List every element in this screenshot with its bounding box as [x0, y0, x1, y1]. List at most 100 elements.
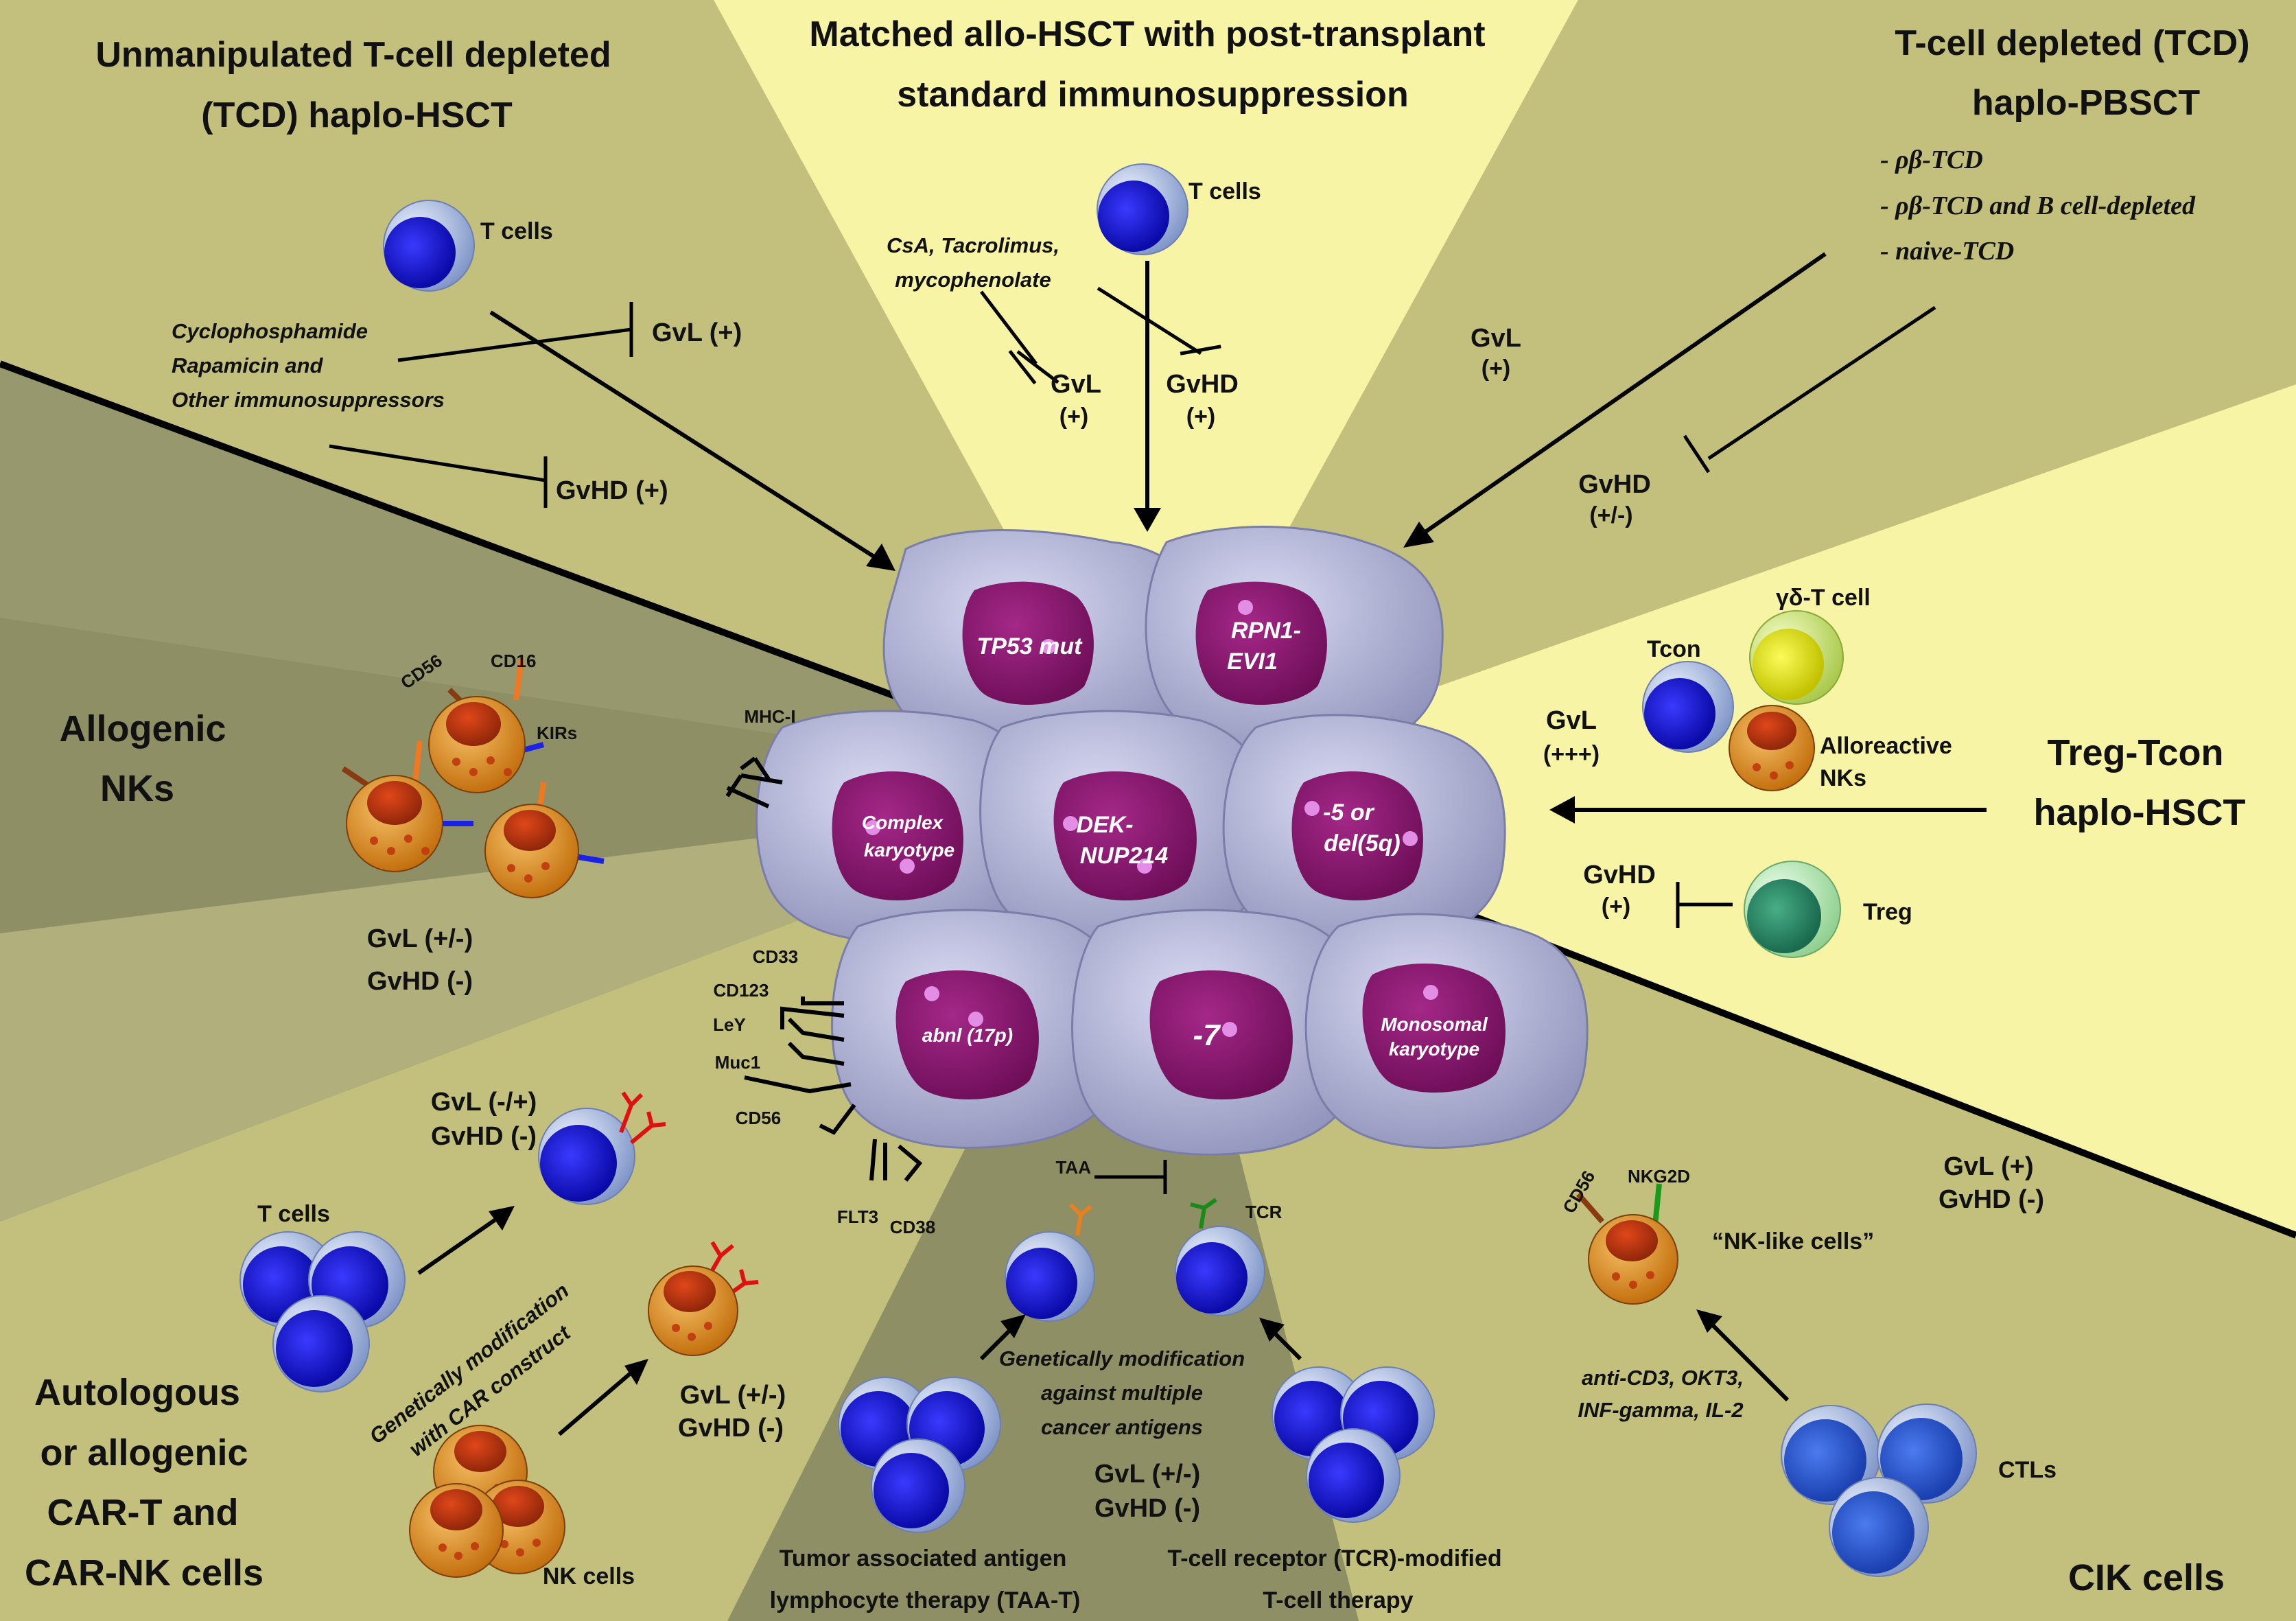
nucleus-label: Complex	[862, 812, 944, 833]
nk-like-label: “NK-like cells”	[1712, 1228, 1874, 1255]
gvhd-label: GvHD (-)	[367, 967, 473, 996]
surface-markers	[725, 756, 923, 1182]
gvhd-sign: (+)	[1602, 894, 1631, 920]
gvhd-label: GvHD (-)	[678, 1414, 784, 1443]
gvl-label: GvL (+/-)	[1094, 1460, 1201, 1489]
gvhd-sign: (+/-)	[1589, 502, 1632, 528]
section-taa-tcr: TAA TCR Genetically modification against…	[770, 1157, 1502, 1613]
nkg2d-label: NKG2D	[1628, 1166, 1690, 1187]
t-cells-label: T cells	[1188, 178, 1261, 205]
section-title: (TCD) haplo-HSCT	[201, 95, 513, 135]
gvl-label: GvL (-/+)	[431, 1088, 537, 1117]
section-title: standard immunosuppression	[897, 75, 1408, 115]
cd16-label: CD16	[491, 651, 536, 671]
tcr-label: TCR	[1245, 1202, 1282, 1222]
marker-label: CD33	[753, 946, 798, 967]
gvl-label: GvL (+)	[1943, 1152, 2033, 1181]
nucleus-label: Monosomal	[1381, 1014, 1488, 1035]
section-allogenic-nks: Allogenic NKs CD56 CD16 KIRs	[59, 650, 605, 996]
taa-t-cell	[1005, 1202, 1095, 1322]
alloreactive-label: Alloreactive	[1820, 733, 1952, 759]
gvhd-label: GvHD	[1166, 370, 1239, 399]
taa-therapy-label: lymphocyte therapy (TAA-T)	[770, 1587, 1081, 1613]
nucleus-del5q: -5 or del(5q)	[1291, 771, 1423, 900]
section-title: T-cell depleted (TCD)	[1895, 23, 2249, 63]
taa-label: TAA	[1055, 1157, 1091, 1178]
nk-cells-label: NK cells	[543, 1563, 635, 1589]
t-cell-cluster	[239, 1231, 406, 1392]
nucleus-label: TP53 mut	[976, 633, 1083, 660]
gvl-sign: (+)	[1059, 404, 1089, 430]
nucleus-label: abnl (17p)	[922, 1025, 1013, 1046]
nk-cell	[341, 740, 473, 872]
marker-label: LeY	[713, 1014, 746, 1035]
t-cells-label: T cells	[480, 218, 553, 244]
section-cik-cells: CIK cells GvL (+) GvHD (-) CD56 NKG2D “N…	[1558, 1152, 2225, 1598]
tcd-item: - ρβ-TCD and B cell-depleted	[1880, 191, 2196, 220]
leukemia-cell-cluster: TP53 mut RPN1- EVI1 Complex karyotype DE…	[713, 526, 1589, 1237]
tcr-t-cell	[1175, 1198, 1265, 1316]
nucleus-label: DEK-	[1076, 812, 1133, 838]
gd-t-cell-label: γδ-T cell	[1776, 585, 1871, 611]
section-car-t-car-nk: Autologous or allogenic CAR-T and CAR-NK…	[25, 1088, 786, 1594]
car-nk-cell	[648, 1241, 759, 1356]
modification-label: Genetically modification	[999, 1346, 1245, 1371]
drugs-label: anti-CD3, OKT3,	[1582, 1366, 1744, 1390]
alloreactive-label: NKs	[1820, 765, 1866, 791]
tcr-therapy-label: T-cell receptor (TCR)-modified	[1167, 1546, 1501, 1572]
gvhd-label: GvHD (-)	[1938, 1185, 2044, 1214]
sector-top-left	[0, 0, 1146, 789]
ctl-cluster	[1781, 1403, 1977, 1577]
car-t-cell	[538, 1091, 666, 1205]
drugs-label: INF-gamma, IL-2	[1578, 1398, 1743, 1422]
treg-label: Treg	[1863, 899, 1912, 925]
drugs-label: Other immunosuppressors	[172, 388, 445, 412]
gvhd-label: GvHD (-)	[1094, 1494, 1200, 1523]
nucleus-abnl17p: abnl (17p)	[895, 970, 1039, 1099]
nucleus-label: EVI1	[1227, 649, 1278, 675]
gvl-label: GvL	[1051, 370, 1101, 399]
taa-therapy-label: Tumor associated antigen	[780, 1546, 1067, 1572]
ctls-label: CTLs	[1998, 1457, 2057, 1483]
nucleus-label: del(5q)	[1324, 830, 1400, 856]
nucleus-minus7: -7	[1149, 970, 1293, 1099]
nucleus-dek-nup214: DEK- NUP214	[1053, 771, 1197, 900]
gvl-label: GvL (+/-)	[680, 1381, 786, 1410]
nucleus-complex-karyotype: Complex karyotype	[832, 771, 963, 900]
tcr-therapy-label: T-cell therapy	[1263, 1587, 1413, 1613]
t-cells-label: T cells	[257, 1201, 330, 1227]
section-tcd-haplo-hsct: Unmanipulated T-cell depleted (TCD) hapl…	[95, 35, 895, 571]
section-title: haplo-PBSCT	[1972, 83, 2200, 123]
gvl-label: GvL	[1546, 706, 1597, 735]
alloreactive-nk-cell	[1729, 705, 1815, 791]
gvhd-label: GvHD (-)	[431, 1122, 537, 1151]
nucleus-label: NUP214	[1080, 843, 1169, 869]
nucleus-rpn1-evi1: RPN1- EVI1	[1195, 581, 1327, 705]
section-treg-tcon: Treg-Tcon haplo-HSCT γδ-T cell Tcon Allo…	[1543, 585, 2245, 958]
nucleus-label: RPN1-	[1231, 618, 1301, 644]
drugs-label: Cyclophosphamide	[172, 319, 368, 343]
tcd-item: - ρβ-TCD	[1880, 145, 1983, 174]
tcd-item: - naive-TCD	[1880, 237, 2014, 266]
modification-label: cancer antigens	[1041, 1415, 1203, 1439]
nucleus-label: -5 or	[1323, 800, 1374, 826]
nk-cell	[428, 658, 545, 793]
section-title: CAR-T and	[47, 1492, 239, 1533]
gvhd-label: GvHD	[1578, 470, 1651, 499]
gvhd-sign: (+)	[1186, 404, 1216, 430]
gvl-label: GvL (+)	[652, 318, 742, 347]
t-cell-cluster	[838, 1377, 1001, 1533]
nk-cell	[484, 782, 605, 898]
drugs-label: mycophenolate	[895, 268, 1051, 292]
t-cell	[1097, 163, 1188, 255]
section-matched-allo-hsct: Matched allo-HSCT with post-transplant s…	[809, 14, 1486, 532]
section-title: or allogenic	[40, 1432, 248, 1473]
section-title: Unmanipulated T-cell depleted	[95, 35, 611, 75]
marker-label: CD38	[890, 1217, 935, 1237]
section-title: CIK cells	[2068, 1557, 2225, 1598]
gvhd-label: GvHD	[1583, 861, 1656, 889]
mhc-label: MHC-I	[744, 706, 795, 727]
section-title: CAR-NK cells	[25, 1552, 263, 1594]
nucleus-label: karyotype	[1389, 1038, 1479, 1060]
